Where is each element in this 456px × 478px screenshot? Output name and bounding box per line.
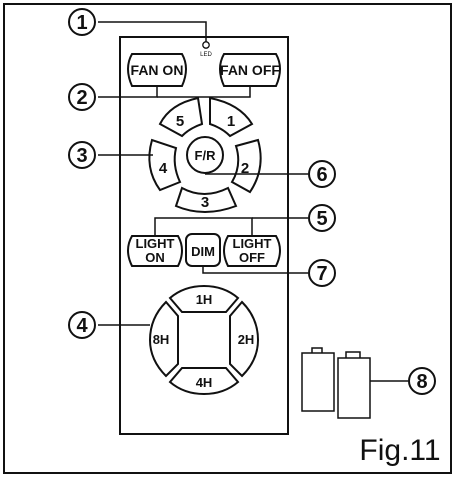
speed-3-button[interactable]: 3 xyxy=(174,186,238,213)
fan-on-button[interactable]: FAN ON xyxy=(127,53,187,87)
timer-2h-button[interactable]: 2H xyxy=(229,300,260,378)
callout-6-label: 6 xyxy=(316,164,327,186)
light-on-label-1: LIGHT xyxy=(136,236,175,251)
light-on-label-2: ON xyxy=(145,250,165,265)
speed-1-button[interactable]: 1 xyxy=(209,96,254,138)
light-on-button[interactable]: LIGHT ON xyxy=(127,235,183,267)
callout-2: 2 xyxy=(68,83,96,111)
remote-body xyxy=(119,36,289,435)
speed-5-button[interactable]: 5 xyxy=(158,96,204,138)
fan-on-label: FAN ON xyxy=(131,62,184,78)
leader-1 xyxy=(98,21,207,42)
callout-7: 7 xyxy=(308,259,336,287)
callout-1-label: 1 xyxy=(76,12,87,34)
battery-right xyxy=(337,351,371,419)
leader-5-bracket xyxy=(154,217,253,236)
timer-2h-label: 2H xyxy=(238,332,255,347)
callout-7-label: 7 xyxy=(316,263,327,285)
fan-off-button[interactable]: FAN OFF xyxy=(219,53,281,87)
speed-5-label: 5 xyxy=(176,113,184,130)
leader-7 xyxy=(202,266,308,274)
timer-4h-button[interactable]: 4H xyxy=(168,367,240,396)
reverse-button[interactable]: F/R xyxy=(186,136,224,174)
callout-5: 5 xyxy=(308,204,336,232)
callout-4-label: 4 xyxy=(76,315,88,337)
callout-8: 8 xyxy=(408,367,436,395)
timer-8h-label: 8H xyxy=(153,332,170,347)
fan-off-label: FAN OFF xyxy=(220,62,280,78)
speed-1-label: 1 xyxy=(227,113,235,130)
timer-1h-label: 1H xyxy=(196,292,213,307)
speed-4-label: 4 xyxy=(159,160,168,177)
speed-4-button[interactable]: 4 xyxy=(148,138,182,192)
reverse-label: F/R xyxy=(195,148,217,163)
dim-button[interactable]: DIM xyxy=(185,233,221,267)
timer-8h-button[interactable]: 8H xyxy=(148,300,179,378)
callout-3-label: 3 xyxy=(76,145,87,167)
speed-3-label: 3 xyxy=(201,194,209,211)
callout-1: 1 xyxy=(68,8,96,36)
led-indicator xyxy=(202,41,210,49)
light-off-label-2: OFF xyxy=(239,250,265,265)
speed-2-button[interactable]: 2 xyxy=(230,138,262,194)
figure-label: Fig.11 xyxy=(359,434,440,467)
leader-2b xyxy=(157,86,251,98)
callout-4: 4 xyxy=(68,311,96,339)
dim-label: DIM xyxy=(191,244,215,259)
callout-5-label: 5 xyxy=(316,208,327,230)
light-off-label-1: LIGHT xyxy=(233,236,272,251)
figure-frame xyxy=(3,3,452,474)
timer-4h-label: 4H xyxy=(196,375,213,390)
light-off-button[interactable]: LIGHT OFF xyxy=(223,235,281,267)
callout-8-label: 8 xyxy=(416,371,427,393)
led-label: LED xyxy=(200,52,212,58)
callout-3: 3 xyxy=(68,141,96,169)
callout-2-label: 2 xyxy=(76,87,87,109)
battery-left xyxy=(301,347,335,412)
callout-6: 6 xyxy=(308,160,336,188)
leader-lines xyxy=(98,21,408,382)
speed-2-label: 2 xyxy=(241,160,249,177)
leader-2a xyxy=(98,86,158,98)
timer-1h-button[interactable]: 1H xyxy=(168,284,240,313)
